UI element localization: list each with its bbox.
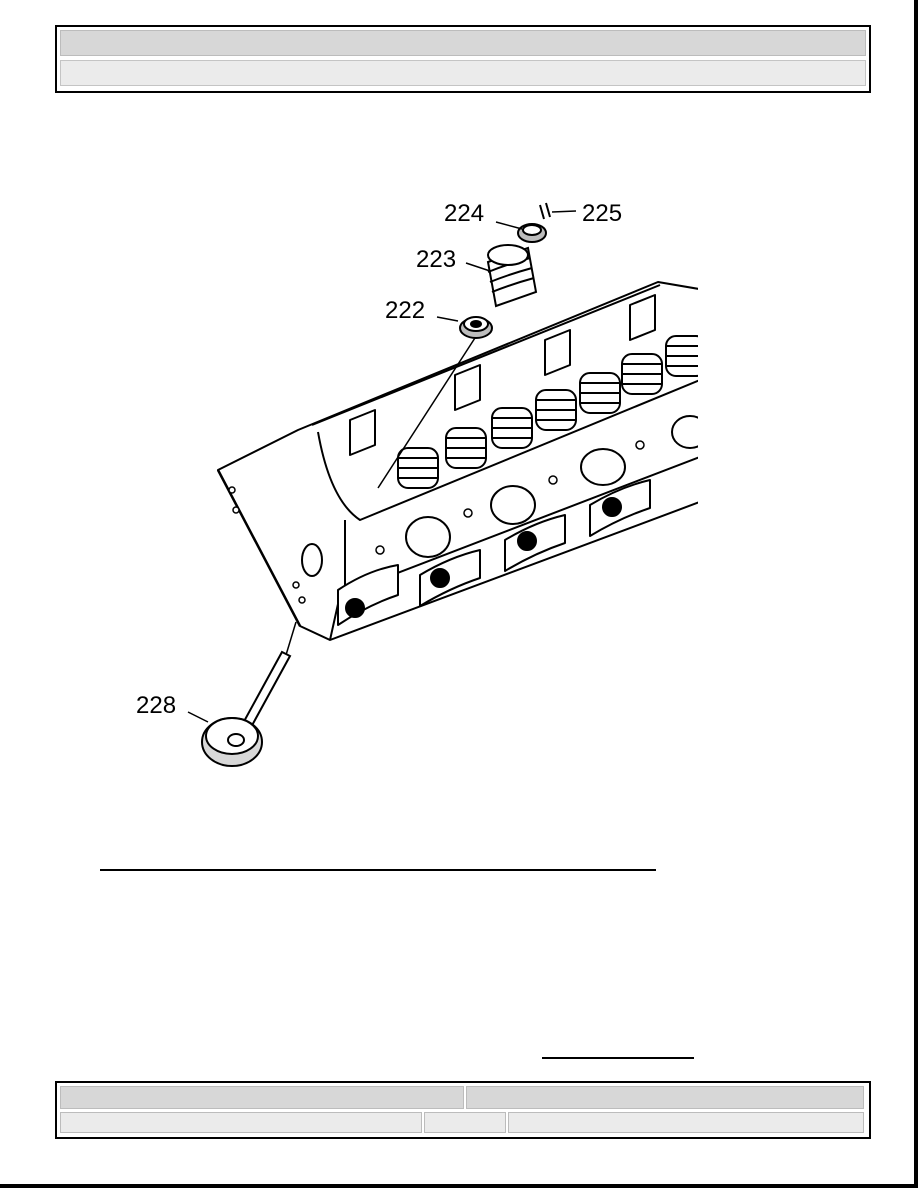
callout-222: 222 (385, 297, 425, 324)
valve-axis-line-lower (285, 621, 297, 656)
callout-leaders (187, 210, 577, 723)
signature-line (542, 1057, 694, 1059)
header-subtitle (60, 60, 866, 86)
valve-keys (539, 202, 551, 220)
valve (201, 650, 292, 767)
callout-228: 228 (136, 692, 176, 719)
page-footer (55, 1081, 871, 1139)
callout-225: 225 (582, 200, 622, 227)
valve-spring-cap (517, 223, 547, 243)
callout-224: 224 (444, 200, 484, 227)
page-header (55, 25, 871, 93)
footer-left-bottom (60, 1112, 422, 1133)
installed-valve-springs (397, 335, 698, 489)
content-divider (100, 869, 656, 871)
valve-axis-line-upper (377, 323, 485, 489)
footer-left-top (60, 1086, 464, 1109)
cylinder-head-valve-illustration: 224 225 223 222 228 (136, 200, 698, 767)
valve-spring (486, 244, 538, 308)
rocker-supports (349, 294, 656, 456)
callout-223: 223 (416, 246, 456, 273)
header-title (60, 30, 866, 56)
footer-middle-bottom (424, 1112, 506, 1133)
footer-right-top (466, 1086, 864, 1109)
valve-stem-oil-seal (459, 316, 493, 339)
footer-right-bottom (508, 1112, 864, 1133)
